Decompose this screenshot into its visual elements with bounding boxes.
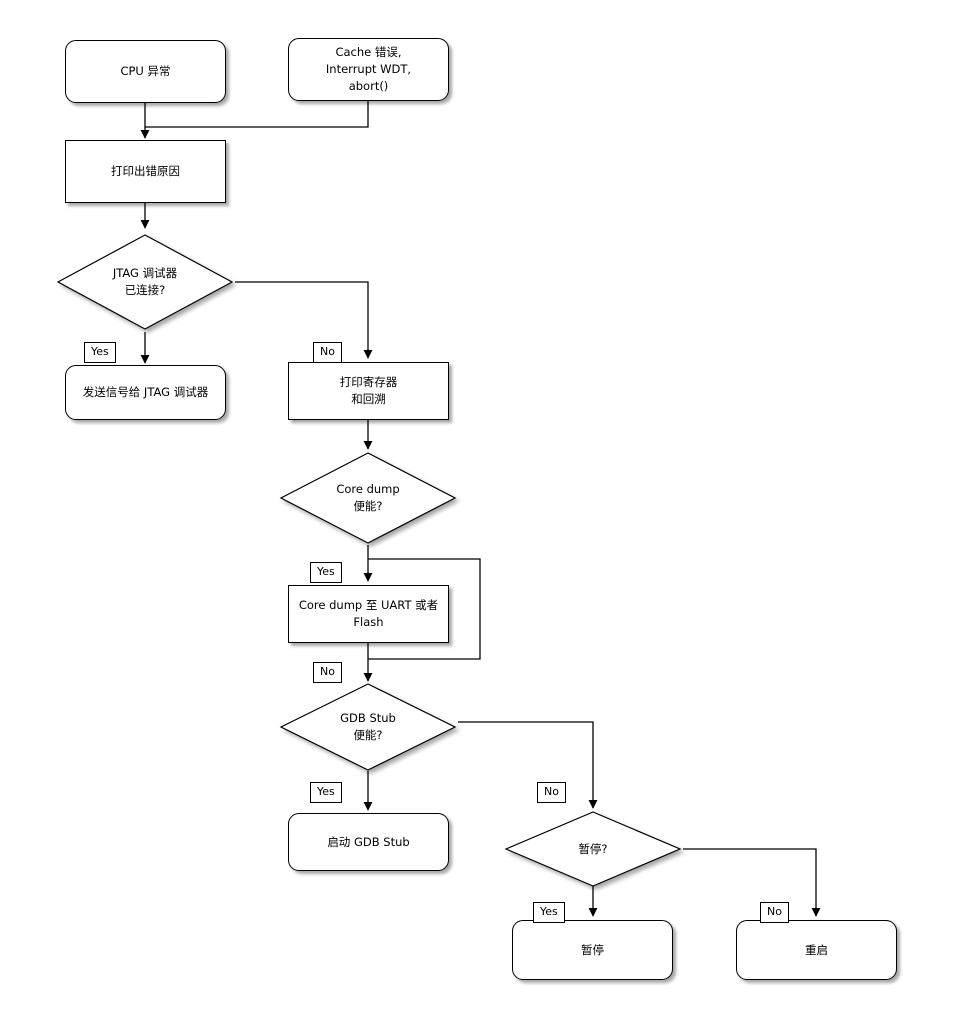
node-print-reason[interactable]: 打印出错原因 [65,140,226,203]
edge-label-coredump-no: No [313,662,342,683]
node-halt-label: 暂停 [581,942,604,957]
node-cpu-exception-label: CPU 异常 [120,64,171,78]
edge-label-gdbstub-no: No [537,782,566,803]
edge-jtag-no [235,281,373,359]
node-coredump-enabled[interactable]: Core dump 便能? [278,450,458,546]
edge-label-jtag-no: No [313,342,342,363]
node-halt[interactable]: 暂停 [512,920,673,980]
node-jtag-connected[interactable]: JTAG 调试器 已连接? [55,232,235,332]
edge-halt-no [683,848,821,917]
node-start-gdbstub-label: 启动 GDB Stub [327,834,410,849]
node-gdbstub-enabled[interactable]: GDB Stub 便能? [278,682,458,772]
edge-gdbstub-no [458,721,598,809]
edge-label-coredump-yes: Yes [310,562,342,583]
node-reboot-label: 重启 [805,942,828,957]
edge-label-halt-yes: Yes [533,902,565,923]
node-signal-jtag-label: 发送信号给 JTAG 调试器 [82,385,209,399]
node-cache-error[interactable]: Cache 错误, Interrupt WDT, abort() [288,38,449,101]
node-coredump-write-label: Core dump 至 UART 或者 Flash [298,598,439,629]
node-halt-decision[interactable]: 暂停? [503,810,683,888]
node-reboot[interactable]: 重启 [736,920,897,980]
edge-cache-to-merge [145,101,369,128]
node-cpu-exception[interactable]: CPU 异常 [65,40,226,103]
node-print-reason-label: 打印出错原因 [111,164,180,178]
node-signal-jtag[interactable]: 发送信号给 JTAG 调试器 [65,365,226,420]
node-coredump-write[interactable]: Core dump 至 UART 或者 Flash [288,585,449,643]
node-print-registers-label: 打印寄存器 和回溯 [339,375,398,406]
node-print-registers[interactable]: 打印寄存器 和回溯 [288,362,449,420]
edge-label-halt-no: No [760,902,789,923]
node-start-gdbstub[interactable]: 启动 GDB Stub [288,813,449,871]
node-cache-error-label: Cache 错误, Interrupt WDT, abort() [325,45,412,93]
edge-label-jtag-yes: Yes [84,342,116,363]
edge-label-gdbstub-yes: Yes [310,782,342,803]
